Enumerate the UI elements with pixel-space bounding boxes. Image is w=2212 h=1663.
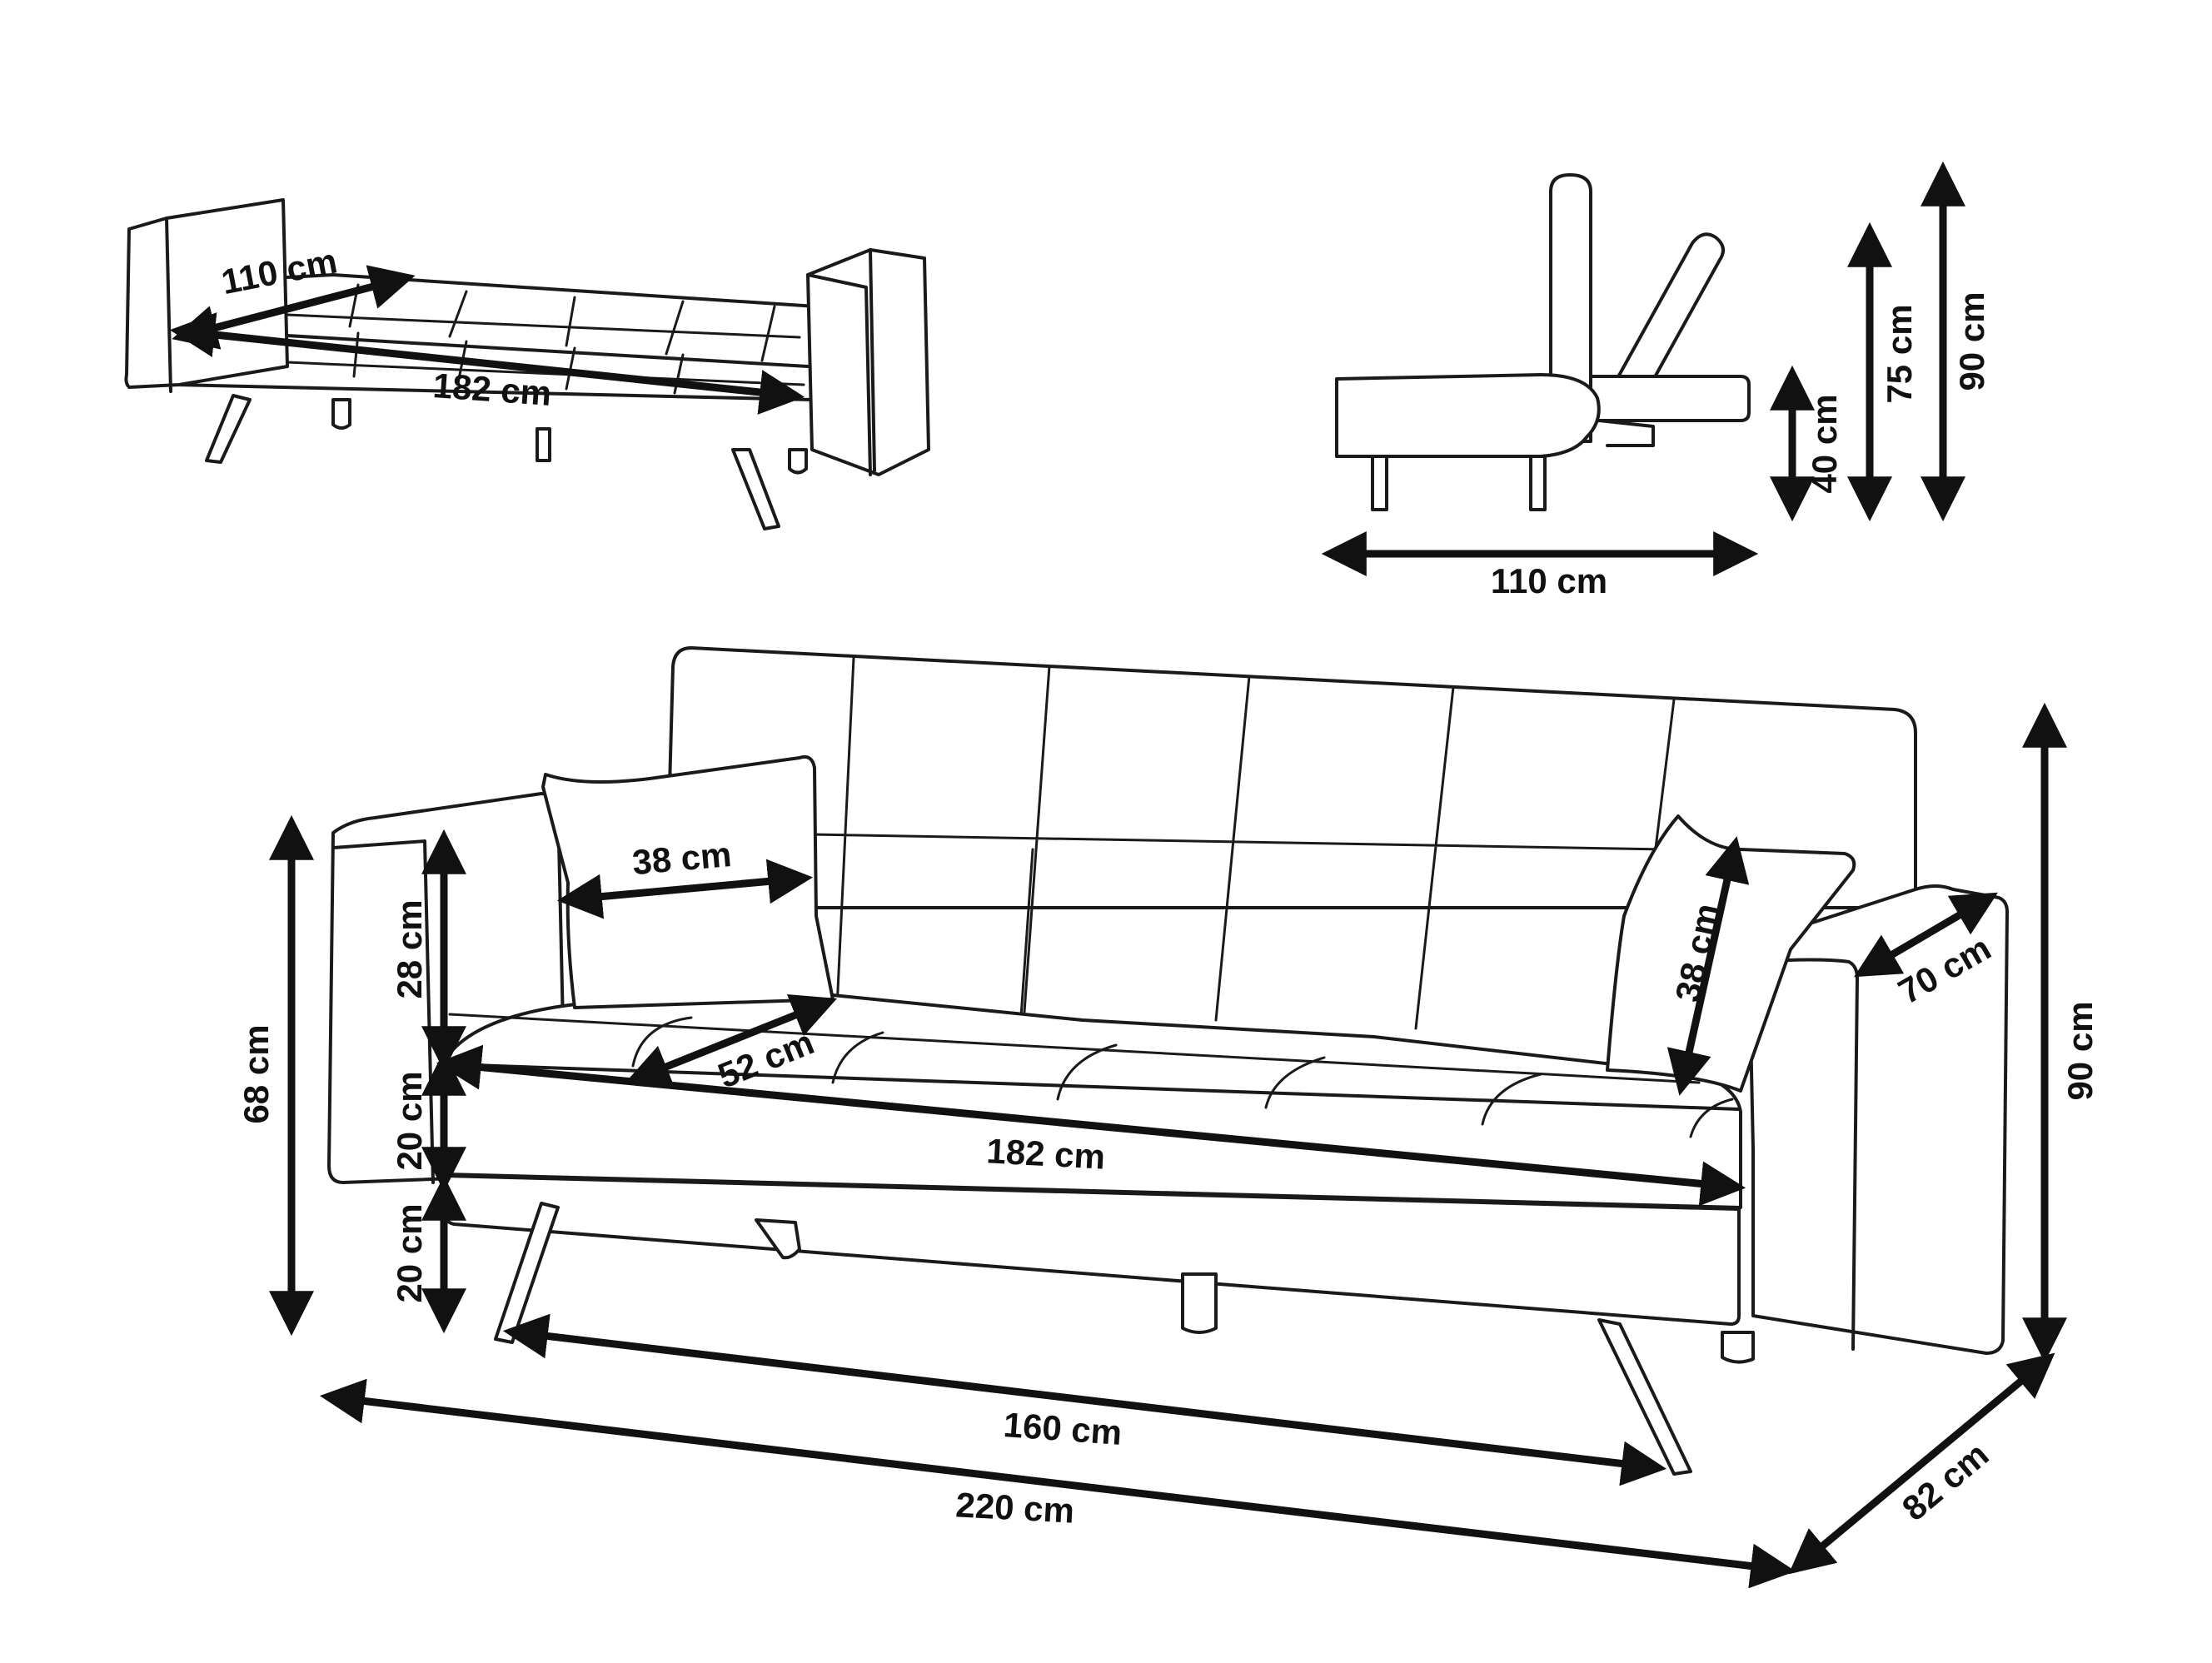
- bed-leg: [331, 398, 351, 430]
- side-total-height-label: 90 cm: [1952, 291, 1991, 391]
- side-leg: [1529, 455, 1547, 511]
- front-seat-width-label: 182 cm: [985, 1131, 1106, 1176]
- front-cushion-right-arrow: [1666, 836, 1750, 1096]
- front-leg: [1721, 1331, 1755, 1364]
- front-leg: [755, 1218, 801, 1260]
- front-seat-width-arrow: [436, 1044, 1746, 1207]
- front-cushion-left-label: 38 cm: [630, 834, 733, 882]
- bed-leg: [205, 394, 252, 464]
- front-cushion-left-arrow: [556, 859, 814, 919]
- front-armrest-height-label: 68 cm: [237, 1024, 276, 1123]
- front-leg-span-label: 160 cm: [1002, 1405, 1123, 1452]
- bed-leg: [536, 427, 551, 462]
- front-total-depth-arrow: [1788, 1352, 2055, 1575]
- bed-view: 110 cm 182 cm: [124, 198, 930, 530]
- side-back-reclined: [1602, 232, 1725, 422]
- bed-width-label: 182 cm: [431, 366, 552, 413]
- front-view: 38 cm 38 cm 28 cm 20 cm 20 cm 68 cm 52 c…: [237, 646, 2100, 1589]
- front-total-height-label: 90 cm: [2060, 1001, 2100, 1100]
- side-view: 40 cm 75 cm 90 cm 110 cm: [1321, 161, 1991, 600]
- bed-width-arrow: [169, 312, 805, 415]
- front-leg-height-label: 20 cm: [390, 1203, 429, 1302]
- front-backrest-tufting: [810, 656, 1676, 1038]
- side-seat-height-label: 40 cm: [1805, 394, 1844, 493]
- side-leg: [1371, 455, 1388, 511]
- bed-leg: [788, 448, 808, 475]
- side-back-reclined-label: 75 cm: [1880, 304, 1919, 403]
- front-total-width-label: 220 cm: [954, 1485, 1075, 1530]
- front-leg: [1181, 1272, 1218, 1334]
- front-backrest-to-seat-label: 28 cm: [390, 899, 429, 998]
- bed-leg: [731, 448, 780, 530]
- front-armrest-depth-arrow: [1854, 892, 1998, 978]
- side-seat: [1335, 373, 1601, 458]
- side-depth-label: 110 cm: [1491, 561, 1607, 600]
- front-leg: [1597, 1318, 1692, 1476]
- front-total-width-arrow: [319, 1378, 1796, 1589]
- front-seat-thickness-label: 20 cm: [390, 1071, 429, 1170]
- side-bed-plate: [1589, 375, 1751, 422]
